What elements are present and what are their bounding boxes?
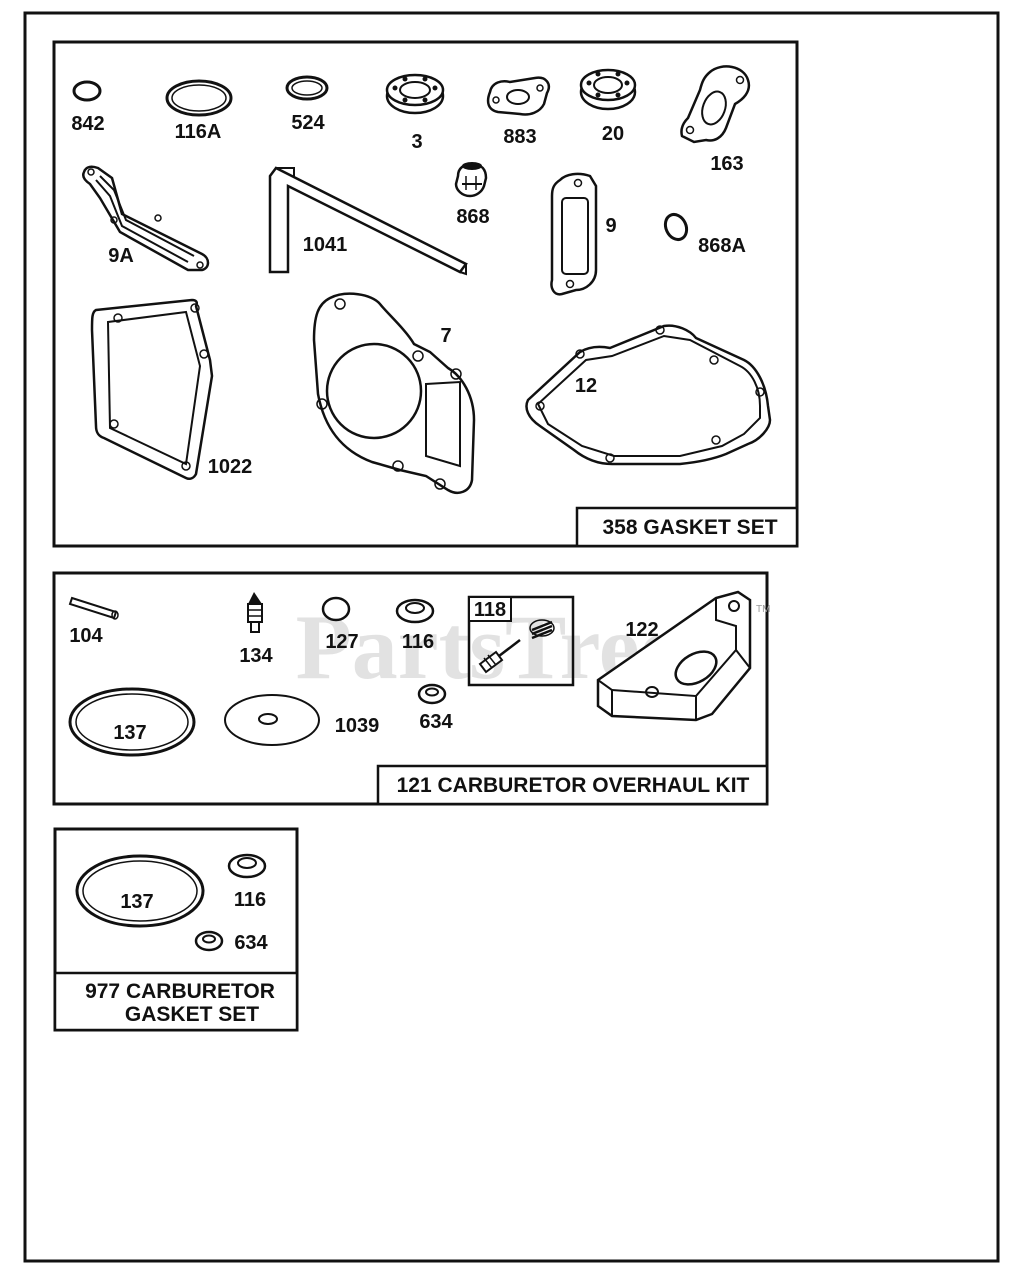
- carb-gasket-set-title-line2: GASKET SET: [125, 1003, 259, 1026]
- part-137-bowl-gasket-2[interactable]: [75, 854, 205, 928]
- label-634: 634: [419, 711, 453, 733]
- gasket-set-title: 358 GASKET SET: [602, 516, 777, 539]
- part-122-spacer[interactable]: [596, 590, 752, 722]
- part-9-gasket[interactable]: [550, 172, 598, 296]
- part-1022-base-gasket[interactable]: [90, 298, 214, 481]
- label-524: 524: [291, 112, 325, 134]
- part-868-valve-seal[interactable]: [454, 162, 488, 198]
- label-3: 3: [411, 131, 422, 153]
- label-163: 163: [710, 153, 743, 175]
- label-127: 127: [325, 631, 358, 653]
- label-9: 9: [605, 215, 616, 237]
- overhaul-kit-title: 121 CARBURETOR OVERHAUL KIT: [397, 774, 750, 797]
- label-116A: 116A: [175, 121, 222, 143]
- label-116-set: 116: [234, 889, 266, 911]
- label-118: 118: [474, 599, 506, 621]
- carb-gasket-set-title-line1: 977 CARBURETOR: [85, 980, 275, 1003]
- label-104: 104: [69, 625, 103, 647]
- part-634-washer[interactable]: [417, 683, 447, 705]
- part-1039-gasket[interactable]: [224, 694, 320, 746]
- part-842-o-ring[interactable]: [72, 80, 102, 102]
- part-883-gasket[interactable]: [486, 76, 551, 116]
- gasket-set-title-box: [575, 506, 799, 548]
- label-842: 842: [71, 113, 104, 135]
- overhaul-kit-panel: PartsTree TM 121 CARBURETOR OVERHAUL KIT…: [52, 571, 770, 806]
- part-3-oil-seal[interactable]: [385, 73, 445, 115]
- part-127-plug[interactable]: [321, 596, 351, 622]
- overhaul-kit-title-box: [376, 764, 769, 806]
- part-7-head-gasket[interactable]: [312, 292, 476, 494]
- part-12-crankcase-gasket[interactable]: [525, 324, 772, 466]
- part-137-bowl-gasket[interactable]: [68, 687, 196, 757]
- label-20: 20: [602, 123, 624, 145]
- label-116: 116: [402, 631, 434, 653]
- part-118-screw-kit[interactable]: [467, 595, 575, 687]
- carb-gasket-set-title-box: [53, 971, 299, 1032]
- label-122: 122: [625, 619, 658, 641]
- label-12: 12: [575, 375, 597, 397]
- part-116A-o-ring[interactable]: [165, 79, 233, 117]
- part-868A-washer[interactable]: [661, 211, 690, 243]
- label-9A: 9A: [108, 245, 134, 267]
- label-134: 134: [239, 645, 273, 667]
- part-116-washer[interactable]: [395, 598, 435, 624]
- part-634-washer-2[interactable]: [194, 930, 224, 952]
- label-883: 883: [503, 126, 536, 148]
- watermark-tm: TM: [756, 604, 770, 615]
- label-1041: 1041: [303, 234, 348, 256]
- part-524-o-ring[interactable]: [285, 75, 329, 101]
- label-7: 7: [440, 325, 451, 347]
- outer-frame: [23, 11, 1000, 1263]
- label-868: 868: [456, 206, 489, 228]
- part-116-washer-2[interactable]: [227, 853, 267, 879]
- part-20-oil-seal[interactable]: [579, 68, 637, 111]
- gasket-set-panel: 358 GASKET SET 842 116A 524 3: [52, 40, 799, 548]
- part-9A-gasket[interactable]: [82, 165, 210, 272]
- part-163-gasket[interactable]: [680, 65, 751, 144]
- label-1022: 1022: [208, 456, 253, 478]
- label-1039: 1039: [335, 715, 380, 737]
- gasket-set-border: [52, 40, 799, 548]
- part-104-pin[interactable]: [68, 596, 119, 620]
- part-134-needle[interactable]: [247, 592, 263, 633]
- part-1041-seal-strip[interactable]: [268, 166, 468, 276]
- label-634-set: 634: [234, 932, 268, 954]
- carb-gasket-set-panel: 977 CARBURETOR GASKET SET 137 116 634: [53, 827, 299, 1032]
- label-137: 137: [113, 722, 146, 744]
- label-137-set: 137: [120, 891, 153, 913]
- label-868A: 868A: [698, 235, 746, 257]
